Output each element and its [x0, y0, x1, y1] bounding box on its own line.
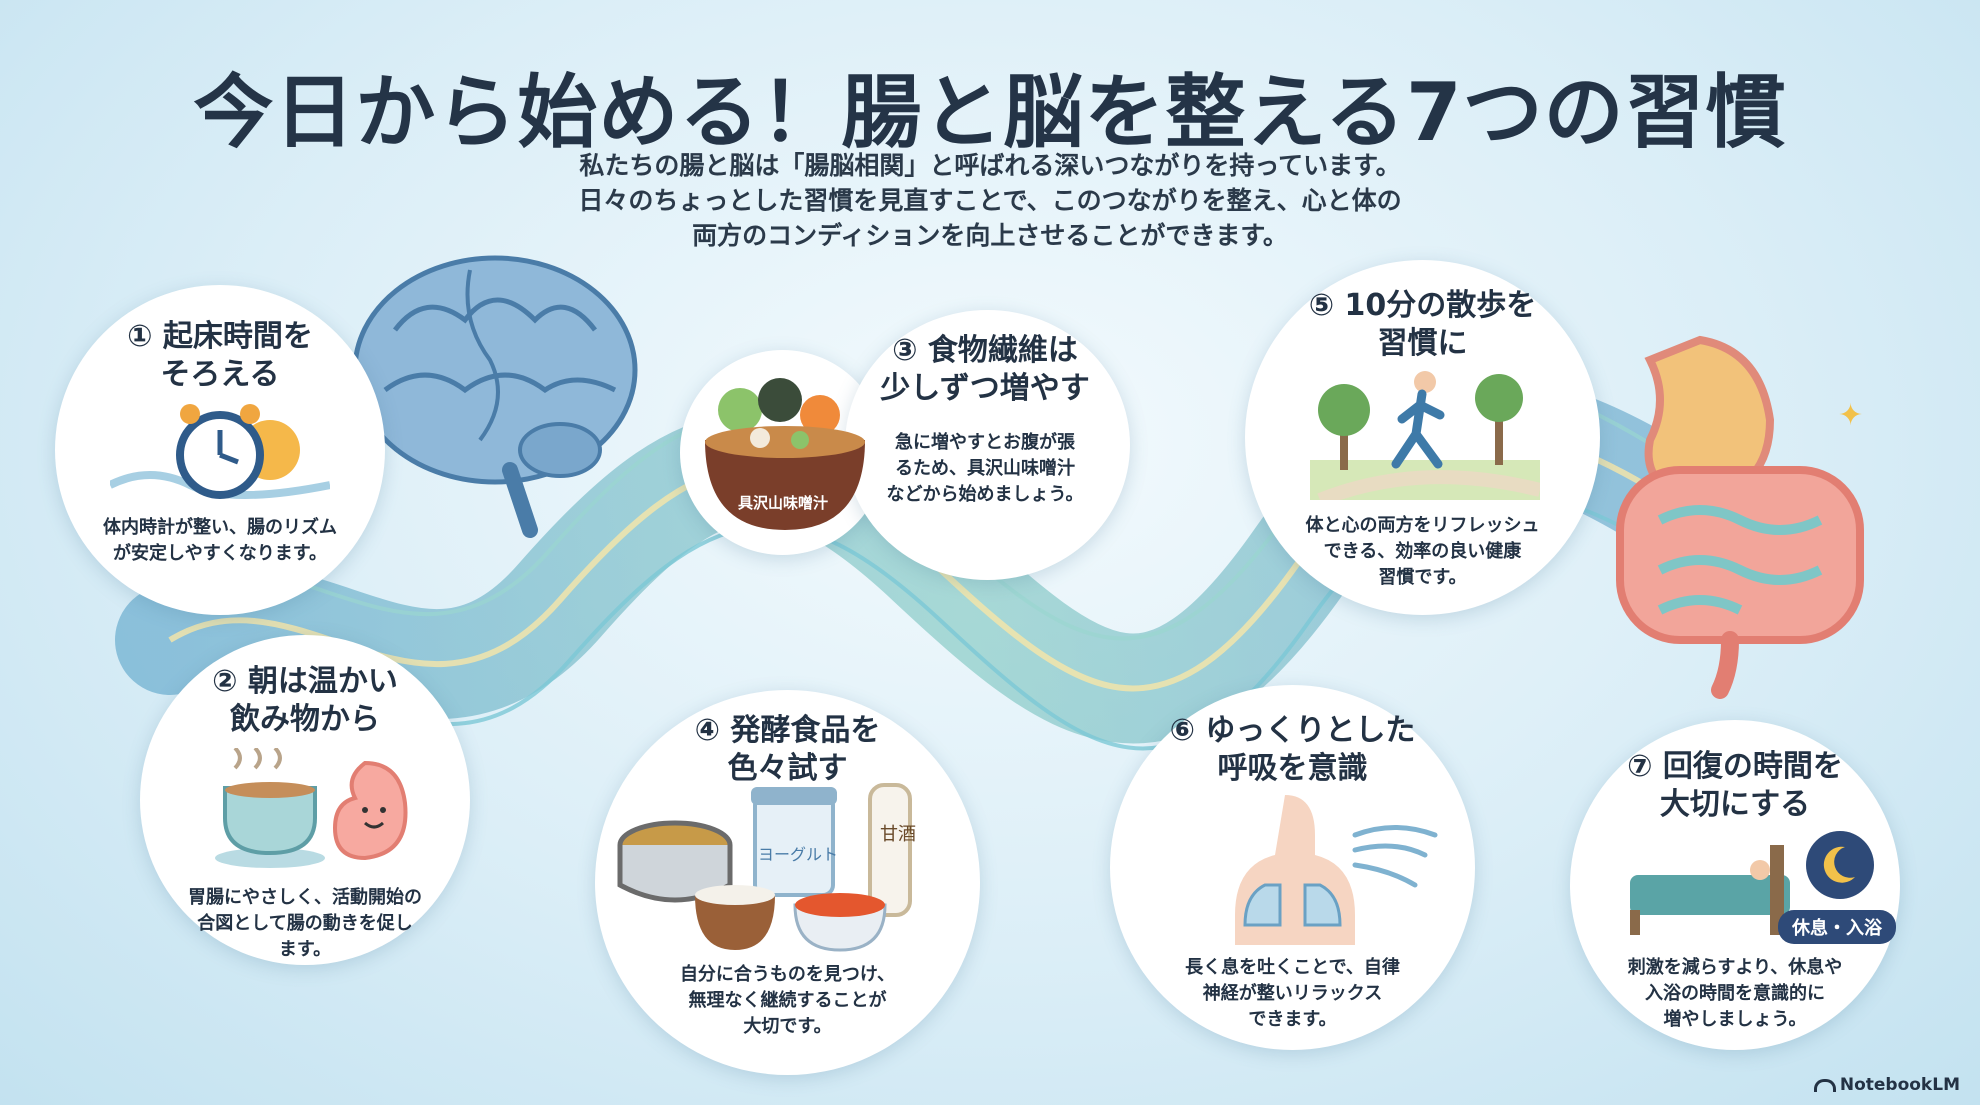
habit-desc: 体内時計が整い、腸のリズムが安定しやすくなります。: [103, 517, 337, 564]
habit-title: ③ 食物繊維は少しずつ増やす: [880, 333, 1090, 406]
habit-desc: 急に増やすとお腹が張るため、具沢山味噌汁などから始めましょう。: [886, 432, 1084, 505]
miso-soup-icon: [705, 378, 865, 530]
notebooklm-icon: [1813, 1078, 1836, 1092]
intro-line: 私たちの腸と脳は「腸脳相関」と呼ばれる深いつながりを持っています。: [579, 151, 1401, 180]
habit-title: ⑦ 回復の時間を大切にする: [1627, 749, 1843, 822]
yogurt-label: ヨーグルト: [758, 845, 838, 864]
habit-desc: 刺激を減らすより、休息や入浴の時間を意識的に増やしましょう。: [1627, 957, 1843, 1030]
rest-bath-badge: 休息・入浴: [1778, 910, 1896, 944]
intro-text: 私たちの腸と脳は「腸脳相関」と呼ばれる深いつながりを持っています。 日々のちょっ…: [390, 148, 1590, 253]
habit-desc: 体と心の両方をリフレッシュできる、効率の良い健康習慣です。: [1305, 515, 1540, 588]
intestine-icon: ✦: [1616, 335, 1864, 699]
habit-title: ① 起床時間をそろえる: [127, 319, 313, 392]
habit-title: ⑤ 10分の散歩を習慣に: [1308, 288, 1537, 361]
svg-text:✦: ✦: [1838, 398, 1863, 433]
habit-desc: 自分に合うものを見つけ、無理なく継続することが大切です。: [679, 964, 896, 1037]
page-title: 今日から始める！腸と脳を整える7つの習慣: [193, 66, 1787, 159]
bed-moon-icon: [1630, 831, 1874, 935]
intro-line: 日々のちょっとした習慣を見直すことで、このつながりを整え、心と体の: [578, 186, 1402, 215]
miso-soup-label: 具沢山味噌汁: [738, 494, 829, 512]
habit-card-3: [845, 310, 1130, 580]
brain-icon: [352, 255, 638, 538]
habit-desc: 胃腸にやさしく、活動開始の合図として腸の動きを促します。: [188, 887, 422, 960]
habit-title: ⑥ ゆっくりとした呼吸を意識: [1169, 713, 1416, 786]
lungs-breath-icon: [1235, 795, 1438, 945]
amazake-label: 甘酒: [880, 824, 916, 845]
intro-line: 両方のコンディションを向上させることができます。: [692, 221, 1288, 250]
habit-title: ④ 発酵食品を色々試す: [694, 713, 881, 786]
alarm-clock-sun-icon: [110, 404, 330, 499]
warm-cup-stomach-icon: [215, 748, 408, 868]
fermented-foods-icon: ヨーグルト 甘酒: [617, 783, 916, 952]
notebooklm-logo: NotebookLM: [1813, 1075, 1960, 1095]
walking-person-icon: [1310, 371, 1540, 500]
habit-title: ② 朝は温かい飲み物から: [212, 664, 398, 737]
habit-desc: 長く息を吐くことで、自律神経が整いリラックスできます。: [1185, 957, 1400, 1030]
